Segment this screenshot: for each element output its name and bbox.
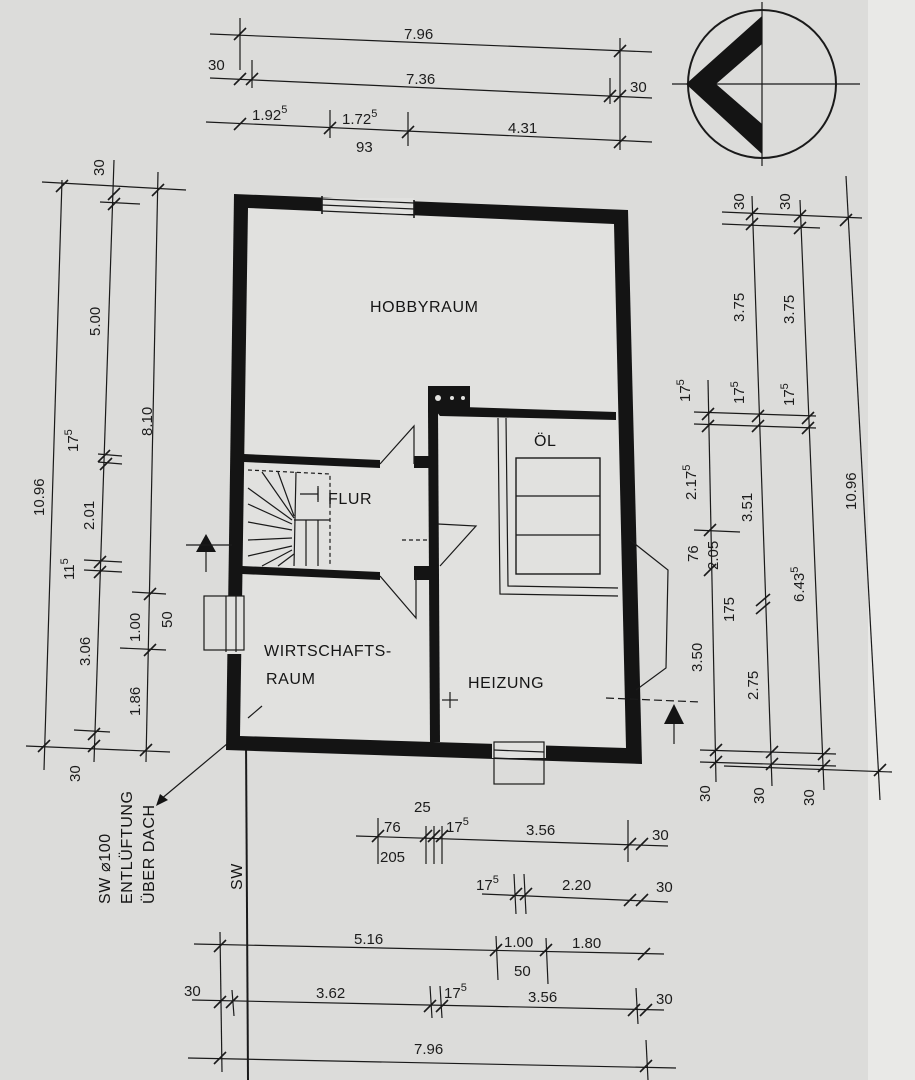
dim-bottom-d205: 205	[380, 849, 405, 866]
dim-top-left-wall: 30	[208, 57, 225, 74]
dim-right-bot-b: 30	[751, 787, 768, 804]
dim-left-total: 10.96	[31, 478, 48, 516]
dim-right-hobby-b: 3.75	[781, 295, 798, 324]
door-swings	[247, 424, 478, 719]
window-bottom	[492, 741, 546, 785]
north-arrow-icon	[672, 2, 860, 166]
dim-right-h275: 2.75	[745, 671, 762, 700]
dim-right-d205: 2.05	[705, 541, 722, 570]
dim-left-door-50: 50	[159, 611, 176, 628]
building-walls	[226, 194, 642, 764]
dim-bottom-d76: 76	[384, 819, 401, 836]
dim-right-h350: 3.50	[689, 643, 706, 672]
dim-bottom-d100: 1.00	[504, 934, 533, 951]
dim-right-w175-d: 175	[721, 597, 738, 622]
bottom-dimensions: 25 76 205 175 3.56 30 175 2.20 30 5.16 1…	[184, 799, 677, 1080]
dim-bottom-d175c: 175	[444, 982, 467, 1002]
dim-right-h351: 3.51	[739, 493, 756, 522]
dim-left-hobby: 5.00	[87, 307, 104, 336]
dim-left-wall-115: 115	[59, 558, 78, 580]
dim-left-wr: 3.06	[77, 637, 94, 666]
dim-bottom-d30c: 30	[184, 983, 201, 1000]
staircase	[247, 469, 331, 567]
window-top	[321, 196, 415, 218]
dim-bottom-d516: 5.16	[354, 931, 383, 948]
room-label-raum: RAUM	[266, 671, 316, 688]
section-marks	[186, 534, 701, 744]
dim-right-d76: 76	[685, 545, 702, 562]
dim-bottom-d30d: 30	[656, 991, 673, 1008]
dim-left-top-wall: 30	[91, 159, 108, 176]
dim-bottom-d356: 3.56	[526, 822, 555, 839]
dim-bottom-total: 7.96	[414, 1041, 443, 1058]
dim-bottom-d220: 2.20	[562, 877, 591, 894]
dim-right-wall-b: 30	[777, 193, 794, 210]
room-label-oel: ÖL	[534, 432, 557, 450]
dim-left-flur: 2.01	[81, 501, 98, 530]
dim-top-right-wall: 30	[630, 79, 647, 96]
dim-right-bot-c: 30	[801, 789, 818, 806]
dim-bottom-d362: 3.62	[316, 985, 345, 1002]
oil-tank	[497, 417, 619, 597]
dim-left-door: 1.00	[127, 613, 144, 642]
dim-bottom-d25: 25	[414, 799, 431, 816]
vent-note: SW ⌀100 ENTLÜFTUNG ÜBER DACH	[97, 717, 259, 904]
dim-right-hobby-a: 3.75	[731, 293, 748, 322]
top-dimensions: 7.96 30 7.36 30 1.925 1.725 4.31 93	[205, 18, 653, 156]
room-label-flur: FLUR	[328, 491, 372, 508]
dim-bottom-d30b: 30	[656, 879, 673, 896]
dim-right-w175-c: 175	[779, 383, 798, 406]
dim-top-total: 7.96	[404, 26, 433, 43]
left-dimensions: 10.96 30 5.00 8.10 175 2.01 115 1.00 50 …	[25, 159, 187, 782]
dim-top-inner: 7.36	[406, 71, 435, 88]
window-right-bay	[629, 539, 669, 691]
dim-bottom-d50: 50	[514, 963, 531, 980]
paper-edge	[868, 0, 915, 1080]
room-label-wirtschafts: WIRTSCHAFTS-	[264, 643, 392, 660]
drain-label: SW	[229, 863, 246, 890]
dim-bottom-d30a: 30	[652, 827, 669, 844]
dim-bottom-d180: 1.80	[572, 935, 601, 952]
dim-left-lower: 1.86	[127, 687, 144, 716]
dim-right-w175-b: 175	[729, 381, 748, 404]
right-dimensions: 30 30 3.75 3.75 175 175 175 2.175 3.51 1…	[675, 175, 893, 806]
dim-right-w175-a: 175	[675, 379, 694, 402]
room-label-hobby: HOBBYRAUM	[370, 299, 479, 316]
dim-top-seg1: 1.925	[252, 104, 287, 124]
dim-bottom-d175: 175	[446, 816, 469, 836]
dim-top-seg3: 4.31	[508, 120, 537, 137]
dim-right-h643: 6.435	[789, 567, 808, 602]
dim-bottom-d175b: 175	[476, 874, 499, 894]
dim-top-below: 93	[356, 139, 373, 156]
window-left	[203, 595, 245, 654]
drain-line: SW	[229, 739, 249, 1080]
vent-note-line1: SW ⌀100	[97, 833, 114, 904]
dim-bottom-d356b: 3.56	[528, 989, 557, 1006]
dim-top-seg2: 1.725	[342, 108, 377, 128]
dim-right-h217: 2.175	[681, 465, 700, 500]
dim-right-total: 10.96	[843, 472, 860, 510]
vent-note-line3: ÜBER DACH	[140, 804, 158, 904]
room-label-heizung: HEIZUNG	[468, 675, 544, 692]
dim-left-upper: 8.10	[139, 407, 156, 436]
dim-right-bot-a: 30	[697, 785, 714, 802]
vent-note-line2: ENTLÜFTUNG	[118, 790, 136, 904]
dim-left-wall-175: 175	[63, 429, 82, 452]
dim-right-wall-a: 30	[731, 193, 748, 210]
dim-left-bottom-wall: 30	[67, 765, 84, 782]
